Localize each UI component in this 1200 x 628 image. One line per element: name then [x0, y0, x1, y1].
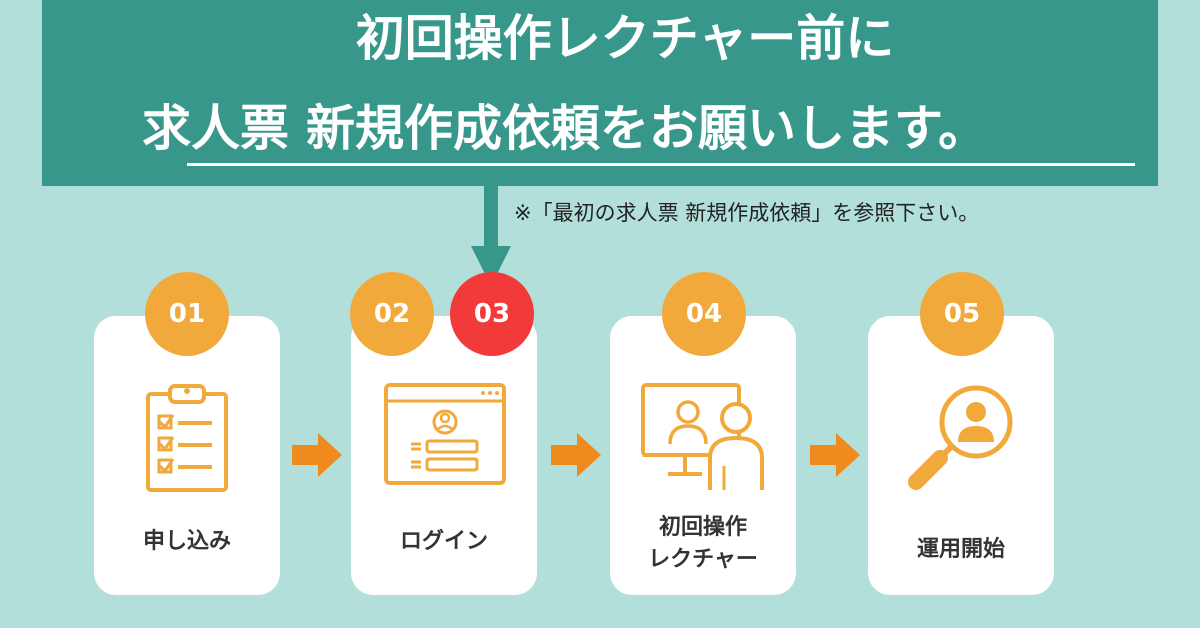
- banner-title-line1: 初回操作レクチャー前に: [355, 10, 895, 67]
- step-card-02: ログイン: [351, 316, 537, 595]
- step-number-03: 03: [450, 272, 534, 356]
- magnifier-person-icon: [908, 385, 1013, 490]
- step-number-04: 04: [662, 272, 746, 356]
- right-arrow-icon: [292, 433, 342, 477]
- right-arrow-icon: [810, 433, 860, 477]
- header-banner: 初回操作レクチャー前に 求人票 新規作成依頼をお願いします。: [42, 0, 1158, 186]
- login-window-icon: [384, 383, 506, 485]
- banner-underline: [187, 163, 1135, 166]
- reference-note: ※「最初の求人票 新規作成依頼」を参照下さい。: [514, 201, 980, 225]
- step-number-05: 05: [920, 272, 1004, 356]
- step-label-02: ログイン: [399, 529, 488, 554]
- step-label-04-line1: 初回操作: [658, 515, 747, 540]
- down-arrow-stem: [484, 186, 498, 248]
- step-number-02: 02: [350, 272, 434, 356]
- video-lecture-icon: [641, 383, 764, 490]
- step-card-01: 申し込み: [94, 316, 280, 595]
- clipboard-checklist-icon: [146, 384, 228, 492]
- step-label-05: 運用開始: [916, 537, 1005, 562]
- banner-title-line2: 求人票 新規作成依頼をお願いします。: [142, 100, 988, 157]
- right-arrow-icon: [551, 433, 601, 477]
- step-card-04: 初回操作 レクチャー: [610, 316, 796, 595]
- step-label-04-line2: レクチャー: [648, 547, 758, 572]
- step-card-05: 運用開始: [868, 316, 1054, 595]
- step-label-01: 申し込み: [142, 529, 231, 554]
- step-number-01: 01: [145, 272, 229, 356]
